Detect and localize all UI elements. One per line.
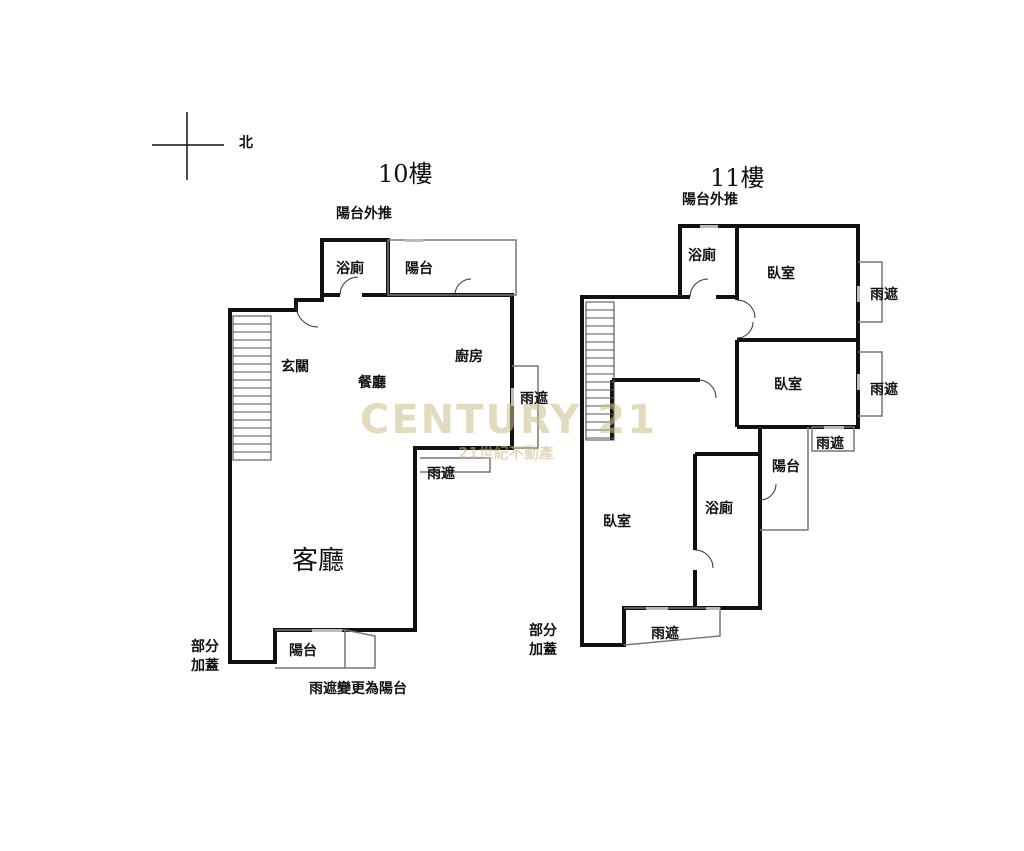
floor-11-title: 11樓	[710, 164, 765, 192]
compass-cross	[152, 112, 224, 180]
floor-10-canopy-note: 雨遮變更為陽台	[309, 681, 407, 697]
floor-11-bathroom: 浴廁	[705, 501, 733, 517]
floor-10-doors	[295, 276, 472, 328]
floor-11-bathroom-top: 浴廁	[688, 248, 716, 264]
watermark-brand: CENTURY 21	[360, 397, 658, 443]
floor-10-balcony-extend: 陽台外推	[336, 206, 392, 222]
north-label: 北	[239, 135, 253, 151]
floor-11-partial-cover-2: 加蓋	[529, 642, 557, 658]
floor-10-partial-cover-1: 部分	[191, 639, 219, 655]
floor-10-canopy-south: 雨遮	[427, 466, 455, 482]
floor-11-canopy-bottom: 雨遮	[651, 626, 679, 642]
floor-10-partial-cover-2: 加蓋	[191, 658, 219, 674]
floor-11-windows	[646, 225, 860, 610]
floor-10-title: 10樓	[378, 160, 433, 188]
floor-10-dining: 餐廳	[358, 375, 386, 391]
floor-11-doors	[689, 278, 777, 569]
floor-10-canopy-east: 雨遮	[520, 391, 548, 407]
floor-10-windows	[312, 239, 514, 632]
floor-10-balcony-outline	[275, 239, 539, 669]
floor-10-front-balcony: 陽台	[289, 643, 317, 659]
floor-11-partial-cover-1: 部分	[529, 623, 557, 639]
floor-11-bedroom-3: 臥室	[603, 514, 631, 530]
floor-11-canopy-1: 雨遮	[870, 287, 898, 303]
floor-10-living-room: 客廳	[292, 546, 345, 576]
floor-10-balcony: 陽台	[405, 261, 433, 277]
floor-11-bedroom-1: 臥室	[767, 266, 795, 282]
floor-11-canopy-2: 雨遮	[870, 382, 898, 398]
watermark-sub: 21世紀不動產	[458, 444, 554, 462]
floor-10-entrance: 玄關	[281, 359, 309, 375]
floor-11-balcony-extend: 陽台外推	[682, 192, 738, 208]
floor-11-balcony: 陽台	[772, 459, 800, 475]
floor-10-bathroom: 浴廁	[336, 261, 364, 277]
floor-11-bedroom-2: 臥室	[774, 377, 802, 393]
floor-11-canopy-3: 雨遮	[816, 436, 844, 452]
floor-11-walls	[580, 224, 860, 647]
floor-10-kitchen: 廚房	[455, 349, 483, 365]
floor-11-stairs	[585, 301, 615, 441]
